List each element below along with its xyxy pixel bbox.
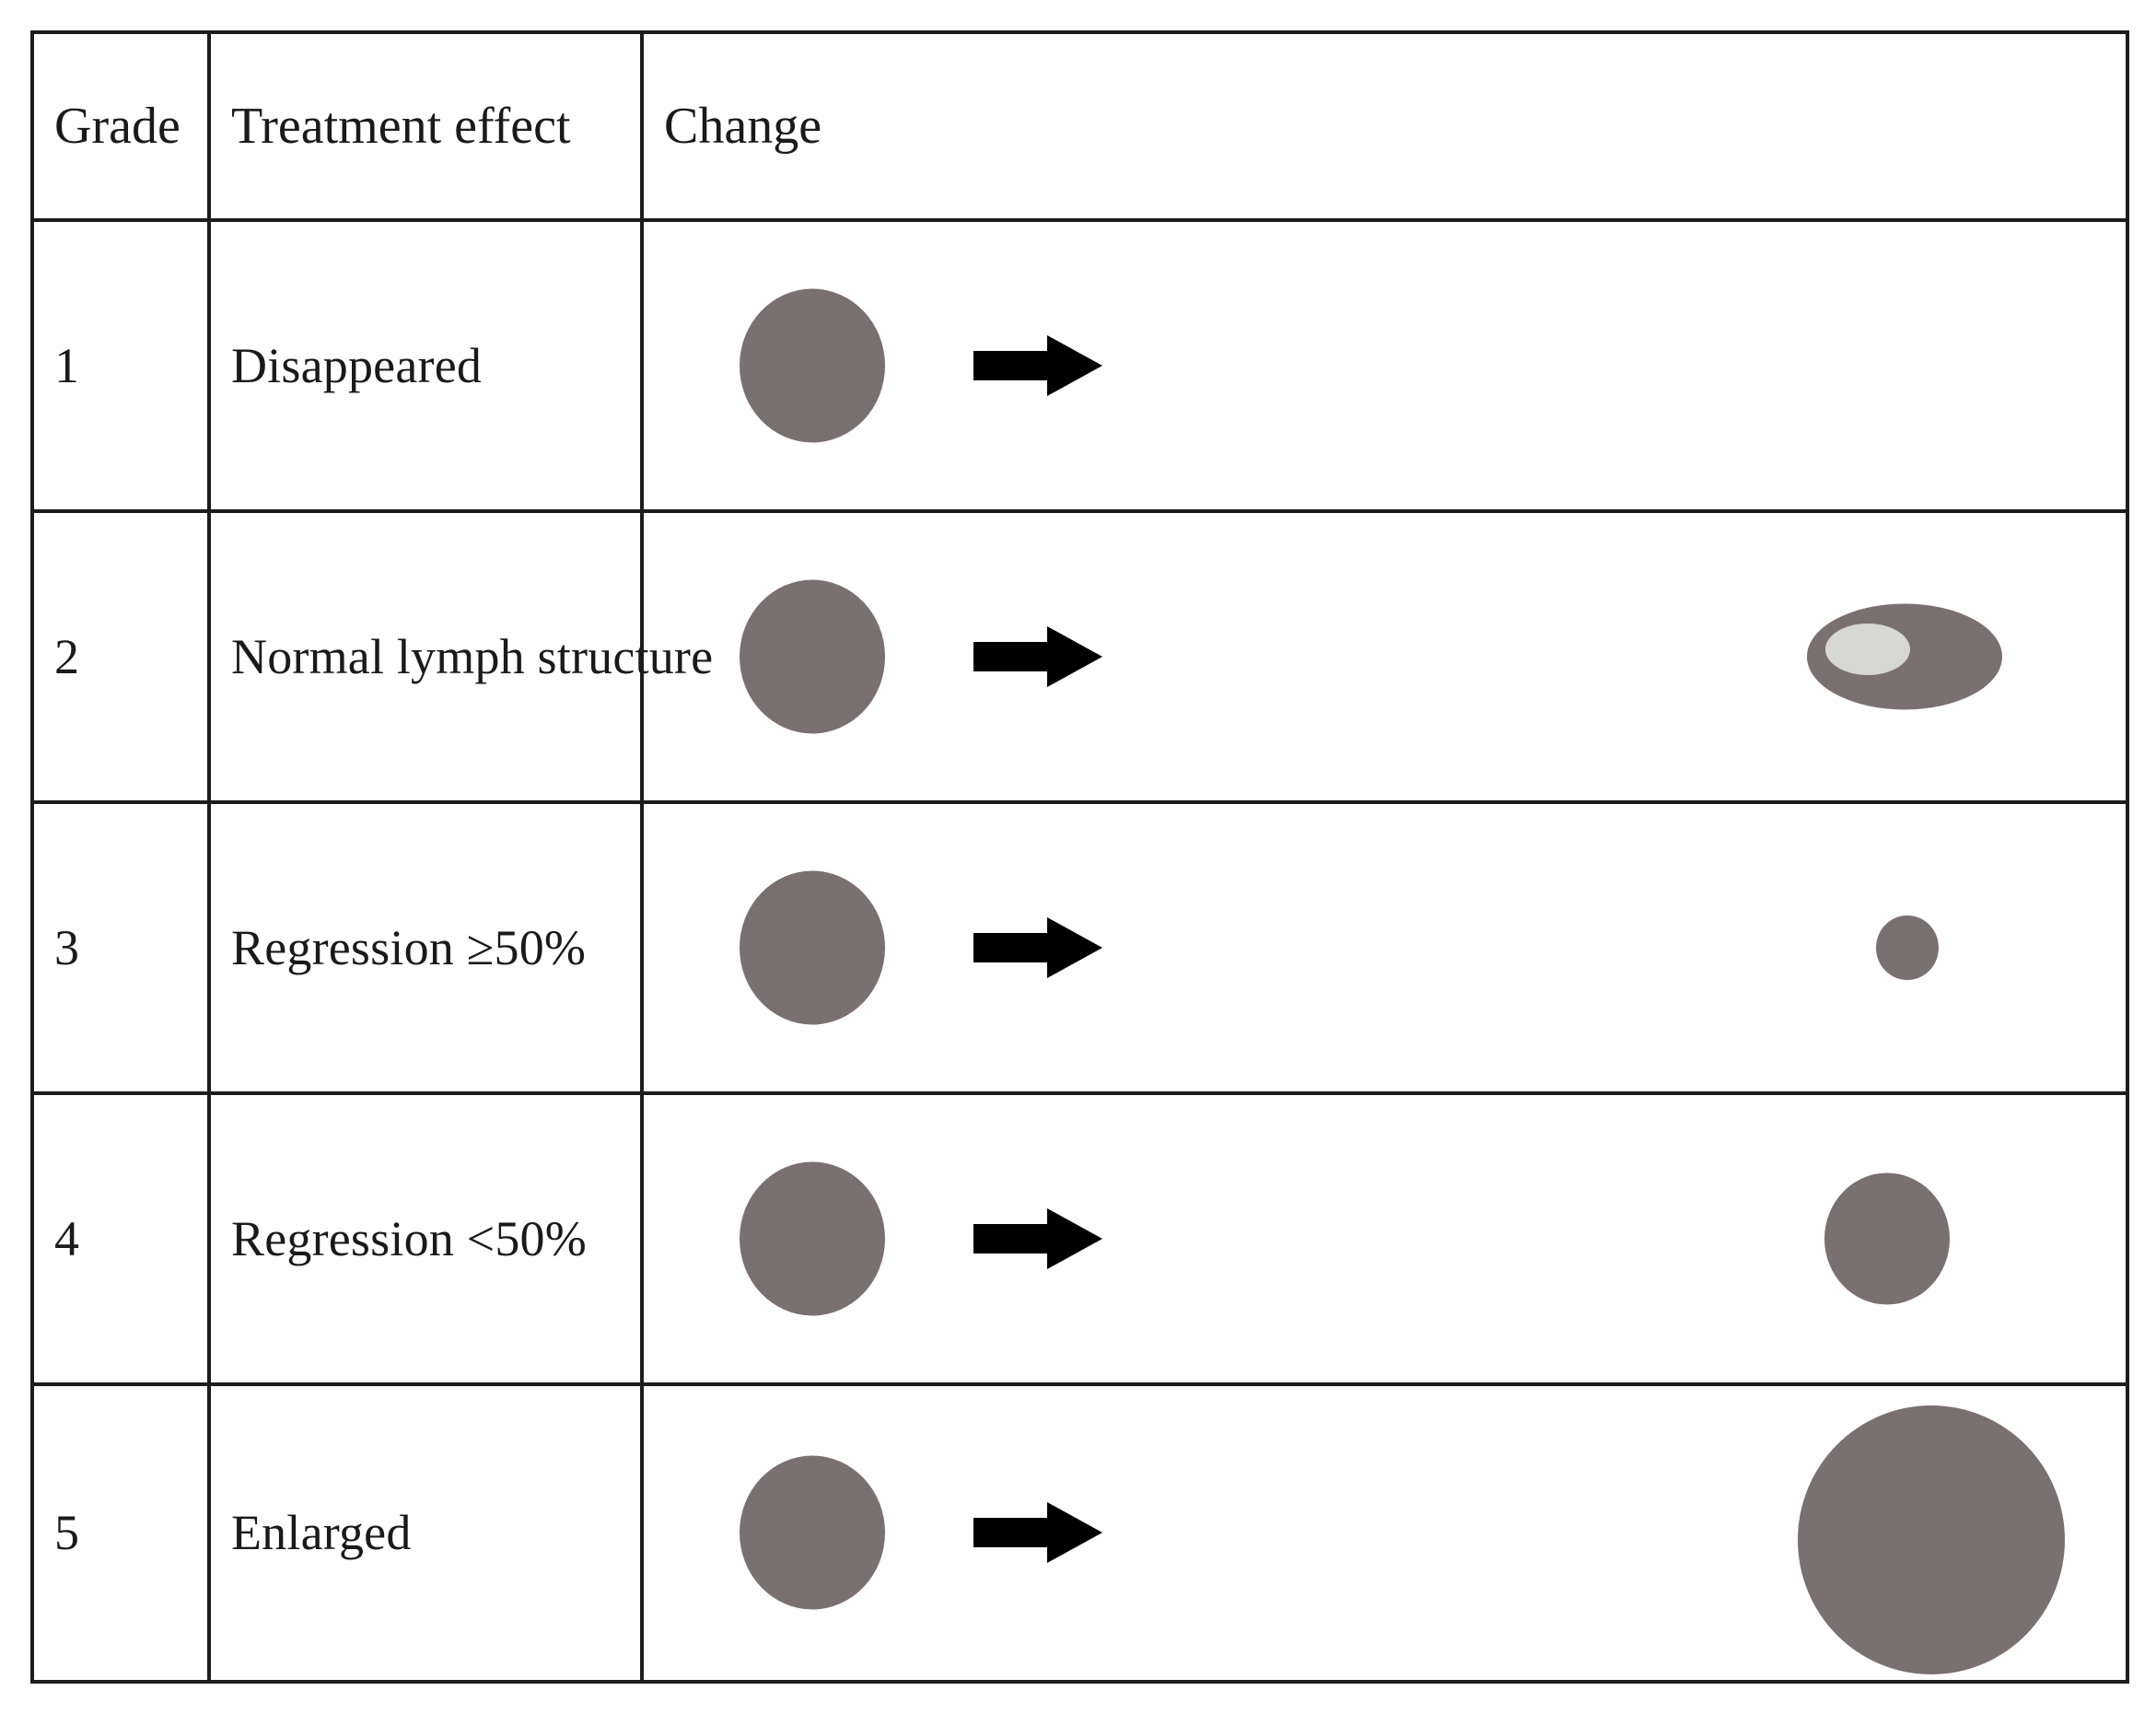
table-row: 4 Regression <50%: [30, 1090, 2129, 1386]
grade-value: 2: [54, 628, 80, 684]
column-header-change: Change: [640, 30, 2129, 222]
cell-change: [640, 1382, 2129, 1684]
right-arrow-icon: [973, 625, 1102, 687]
change-diagram: [644, 513, 2126, 800]
cell-treatment-effect: Normal lymph structure: [207, 508, 714, 804]
column-header-treatment-effect-label: Treatment effect: [231, 97, 571, 155]
right-arrow-icon: [973, 1207, 1102, 1269]
cell-grade: 2: [30, 508, 211, 804]
treatment-effect-value: Regression <50%: [231, 1210, 587, 1266]
arrow-shaft: [973, 641, 1053, 671]
arrow-head: [1047, 1502, 1102, 1564]
cell-treatment-effect: Enlarged: [207, 1382, 644, 1684]
column-header-grade: Grade: [30, 30, 211, 222]
cell-treatment-effect: Regression ≥50%: [207, 799, 644, 1095]
arrow-shaft: [973, 1223, 1053, 1253]
cell-grade: 5: [30, 1382, 211, 1684]
cell-grade: 4: [30, 1090, 211, 1386]
lymph-node-circle-before: [740, 579, 885, 734]
column-header-change-label: Change: [664, 97, 822, 155]
right-arrow-icon: [973, 916, 1102, 978]
arrow-head: [1047, 916, 1102, 978]
cell-change: [640, 1090, 2129, 1386]
lymph-node-circle-before: [740, 870, 885, 1025]
change-diagram: [644, 1095, 2126, 1382]
table-row: 5 Enlarged: [30, 1382, 2129, 1684]
cell-change: [640, 218, 2129, 513]
grade-value: 4: [54, 1210, 80, 1266]
arrow-shaft: [973, 1518, 1053, 1548]
table-header-row: Grade Treatment effect Change: [30, 30, 2129, 222]
lymph-node-circle-after-small: [1876, 915, 1939, 980]
arrow-head: [1047, 334, 1102, 396]
arrow-head: [1047, 1207, 1102, 1269]
lymph-node-grading-table: Grade Treatment effect Change 1 Disappea…: [30, 30, 2129, 1684]
arrow-shaft: [973, 350, 1053, 380]
lymph-node-circle-before: [740, 1161, 885, 1316]
table-row: 3 Regression ≥50%: [30, 799, 2129, 1095]
column-header-treatment-effect: Treatment effect: [207, 30, 644, 222]
cell-change: [640, 799, 2129, 1095]
grade-value: 5: [54, 1505, 80, 1561]
cell-grade: 3: [30, 799, 211, 1095]
treatment-effect-value: Enlarged: [231, 1505, 412, 1561]
change-diagram: [644, 1386, 2126, 1681]
lymph-node-circle-after-medium: [1824, 1172, 1950, 1305]
cell-treatment-effect: Regression <50%: [207, 1090, 644, 1386]
change-diagram: [644, 804, 2126, 1091]
grade-value: 1: [54, 337, 80, 393]
right-arrow-icon: [973, 334, 1102, 396]
cell-treatment-effect: Disappeared: [207, 218, 644, 513]
table-row: 1 Disappeared: [30, 218, 2129, 513]
lymph-node-hilum: [1825, 623, 1910, 675]
treatment-effect-value: Regression ≥50%: [231, 919, 587, 975]
lymph-node-circle-after-large: [1798, 1405, 2065, 1675]
lymph-node-circle-before: [740, 288, 885, 443]
arrow-head: [1047, 625, 1102, 687]
cell-change: [640, 508, 2129, 804]
table-row: 2 Normal lymph structure: [30, 508, 2129, 804]
grade-value: 3: [54, 919, 80, 975]
cell-grade: 1: [30, 218, 211, 513]
treatment-effect-value: Disappeared: [231, 337, 483, 393]
treatment-effect-value: Normal lymph structure: [231, 628, 714, 684]
right-arrow-icon: [973, 1502, 1102, 1564]
column-header-grade-label: Grade: [54, 97, 181, 155]
lymph-node-circle-before: [740, 1455, 885, 1610]
arrow-shaft: [973, 932, 1053, 962]
change-diagram: [644, 222, 2126, 509]
